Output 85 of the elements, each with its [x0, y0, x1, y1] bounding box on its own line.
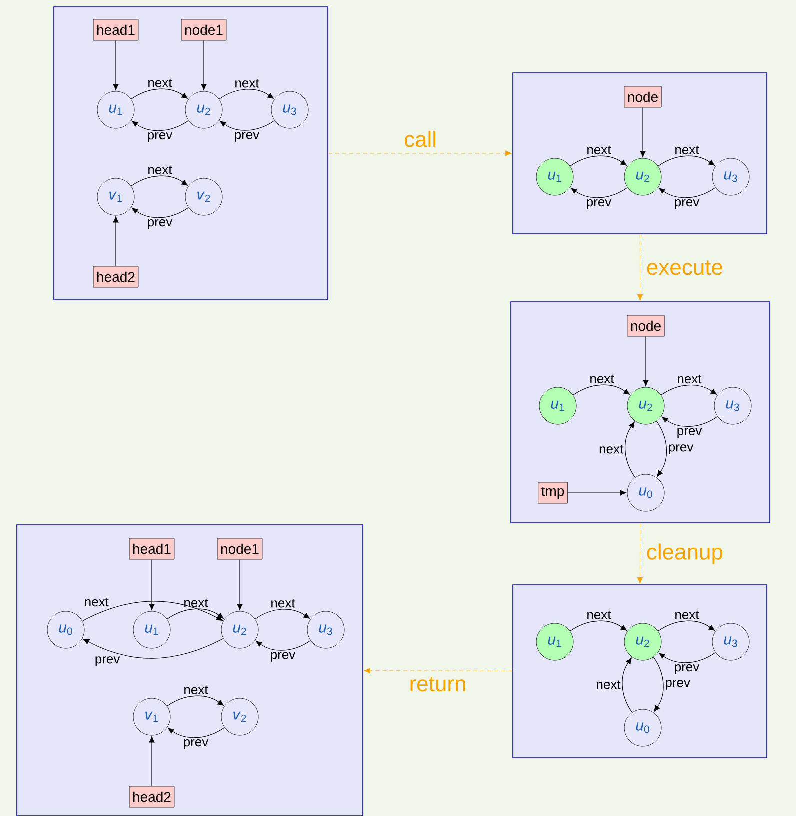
edge-label: next [236, 79, 260, 88]
edge-label: return [410, 677, 466, 692]
pointer-box: node1 [217, 538, 263, 560]
arrow [570, 156, 628, 167]
arrow [113, 40, 119, 90]
edge-label: prev [675, 200, 700, 210]
arrow [237, 559, 243, 610]
edge-label: prev [148, 220, 173, 230]
arrow [658, 652, 716, 664]
arrow [653, 657, 664, 712]
edge-label: next [676, 146, 700, 154]
arrow [625, 422, 636, 478]
arrow [622, 658, 633, 713]
pointer-box: head1 [129, 538, 175, 560]
edge-label: next [148, 78, 172, 88]
arrow [149, 736, 155, 787]
arrow [637, 523, 643, 584]
pointer-box: node1 [181, 19, 227, 41]
edge-label: cleanup [647, 544, 723, 564]
edge-label: next [600, 445, 624, 454]
pointer-box: head1 [93, 19, 139, 41]
arrow [662, 416, 718, 427]
panel-box [510, 302, 770, 524]
edge-label: prev [184, 740, 209, 750]
panel-box [512, 72, 768, 234]
edge-label: next [676, 610, 700, 620]
pointer-box: node [624, 86, 662, 108]
arrow [364, 668, 513, 674]
arrow [661, 385, 718, 396]
arrow [113, 216, 119, 267]
arrow [656, 421, 667, 478]
arrow [640, 107, 646, 158]
arrow [643, 336, 649, 386]
arrow [658, 187, 716, 198]
arrow [131, 88, 188, 100]
edge-label: prev [675, 664, 700, 674]
arrow [658, 156, 716, 167]
pointer-box: head2 [93, 266, 139, 288]
arrow [328, 150, 512, 156]
arrow [220, 120, 275, 131]
arrow [132, 207, 189, 218]
arrow [149, 559, 155, 610]
arrow [570, 187, 628, 198]
arrow [167, 608, 224, 620]
arrow [570, 620, 628, 632]
arrow [256, 640, 311, 651]
edge-label: next [590, 374, 614, 384]
edge-label: prev [271, 652, 296, 662]
panel-box [16, 524, 364, 816]
pointer-box: node [627, 315, 665, 337]
edge-label: prev [96, 656, 120, 666]
edge-label: next [184, 598, 208, 608]
edge-label: next [588, 146, 612, 154]
edge-label: next [597, 680, 621, 690]
edge-label: prev [669, 444, 694, 454]
edge-label: next [272, 599, 296, 608]
arrow [568, 490, 626, 496]
edge-label: next [85, 598, 109, 607]
arrow [83, 638, 224, 659]
edge-label: prev [666, 680, 690, 690]
edge-label: next [678, 375, 702, 384]
edge-label: next [588, 610, 612, 620]
edge-label: next [184, 686, 208, 694]
panel-box [512, 584, 768, 758]
arrow [255, 609, 310, 620]
arrow [168, 727, 225, 738]
arrow [658, 620, 716, 632]
arrow [167, 696, 224, 707]
edge-label: prev [235, 132, 260, 142]
arrow [219, 89, 274, 100]
edge-label: call [404, 131, 436, 148]
pointer-box: head2 [129, 786, 175, 808]
arrow [131, 176, 188, 187]
panel-box [54, 6, 328, 300]
arrow [132, 120, 189, 132]
arrow [82, 601, 223, 622]
pointer-box: tmp [538, 482, 568, 504]
arrow [637, 234, 644, 302]
arrow [573, 384, 630, 396]
edge-label: execute [647, 260, 722, 276]
arrow [201, 40, 207, 90]
edge-label: prev [678, 428, 702, 438]
edge-label: next [148, 166, 172, 174]
edge-label: prev [148, 132, 173, 142]
edge-label: prev [587, 200, 612, 210]
